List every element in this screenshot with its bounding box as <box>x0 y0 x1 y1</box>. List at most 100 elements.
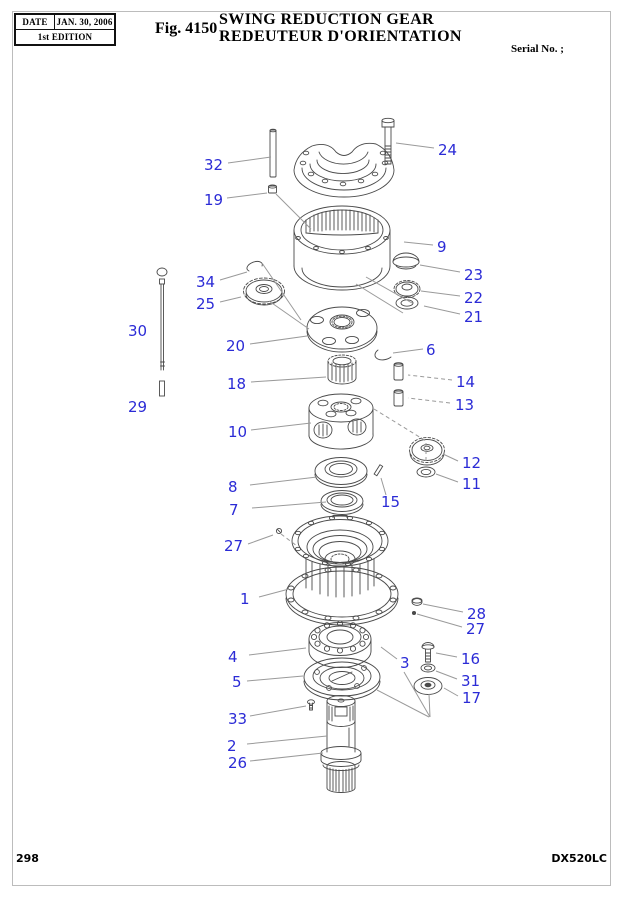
leader-line <box>442 453 459 462</box>
callout-15: 15 <box>381 493 400 511</box>
leader-line <box>249 335 308 345</box>
callout-24: 24 <box>438 141 457 159</box>
leader-line <box>419 264 461 273</box>
construction-line <box>376 689 430 718</box>
callout-11: 11 <box>462 475 481 493</box>
callout-8: 8 <box>228 478 238 496</box>
page-title: SWING REDUCTION GEAR REDEUTEUR D'ORIENTA… <box>219 11 462 45</box>
callout-21: 21 <box>464 308 483 326</box>
part-7-seal-ring <box>320 490 364 515</box>
construction-line <box>275 193 312 230</box>
part-8-bearing <box>314 457 368 488</box>
part-10-planet-carrier <box>308 393 374 450</box>
callout-9: 9 <box>437 238 447 256</box>
part-34-snap-ring <box>246 260 263 272</box>
callout-26: 26 <box>228 754 247 772</box>
motor-mount-plate <box>293 142 395 198</box>
part-4-bearing <box>308 620 372 668</box>
part-14-pin <box>393 362 404 381</box>
callout-20: 20 <box>226 337 245 355</box>
construction-line <box>428 693 431 718</box>
callout-33: 33 <box>228 710 247 728</box>
leader-line <box>246 675 304 682</box>
edition-label: 1st EDITION <box>14 29 116 46</box>
callout-16: 16 <box>461 650 480 668</box>
part-26-pinion <box>320 746 362 793</box>
part-16-bolt <box>421 642 435 663</box>
part-6-snap-ring <box>374 349 392 361</box>
page-number: 298 <box>16 852 39 865</box>
part-32-pin <box>269 128 277 178</box>
leader-line <box>219 296 242 303</box>
part-12-planet-gear <box>409 437 445 466</box>
part-30-dipstick <box>156 267 168 371</box>
part-2-shaft <box>326 695 356 753</box>
callout-23: 23 <box>464 266 483 284</box>
callout-2: 2 <box>227 737 237 755</box>
construction-line <box>373 408 427 442</box>
callout-28: 28 <box>467 605 486 623</box>
leader-line <box>423 305 461 315</box>
construction-lines <box>261 193 431 718</box>
callout-27: 27 <box>224 537 243 555</box>
leader-line <box>420 290 461 297</box>
callout-17: 17 <box>462 689 481 707</box>
part-17-washer <box>413 677 443 695</box>
callout-12: 12 <box>462 454 481 472</box>
leader-line <box>395 142 435 149</box>
callout-1: 1 <box>240 590 250 608</box>
part-31-washer <box>420 663 436 673</box>
part-11-washer <box>416 466 436 478</box>
part-20-carrier-plate <box>306 306 378 353</box>
callout-19: 19 <box>204 191 223 209</box>
leader-line <box>392 348 424 354</box>
leader-line <box>380 477 387 496</box>
leader-line <box>443 687 459 697</box>
callout-18: 18 <box>227 375 246 393</box>
model-code: DX520LC <box>551 852 607 865</box>
callout-14: 14 <box>456 373 475 391</box>
callout-34: 34 <box>196 273 215 291</box>
part-9-ring-gear <box>293 205 391 291</box>
leader-line <box>247 534 274 545</box>
part-22-nut <box>393 280 421 298</box>
leader-line <box>258 588 290 598</box>
leader-line <box>251 501 327 509</box>
leader-line <box>249 476 318 486</box>
callout-27: 27 <box>466 620 485 638</box>
construction-line <box>355 283 404 314</box>
figure-number: Fig. 4150 <box>155 20 218 37</box>
callout-3: 3 <box>400 654 410 672</box>
part-5-flange <box>303 657 381 701</box>
title-english: SWING REDUCTION GEAR <box>219 11 435 28</box>
leader-line <box>249 705 307 717</box>
part-15-pin <box>373 464 384 477</box>
callout-22: 22 <box>464 289 483 307</box>
leader-line <box>250 376 327 383</box>
leader-line <box>435 652 458 658</box>
revision-table: DATE JAN. 30, 2006 1st EDITION <box>14 13 116 46</box>
part-28-nut <box>411 597 423 616</box>
callout-7: 7 <box>229 501 239 519</box>
leader-line <box>250 422 312 431</box>
part-27-plug-top <box>275 527 283 535</box>
leader-line <box>403 671 431 718</box>
callout-10: 10 <box>228 423 247 441</box>
part-29-tube <box>159 380 165 397</box>
leader-line <box>403 241 434 246</box>
part-33-screw <box>307 699 315 711</box>
title-french: REDEUTEUR D'ORIENTATION <box>219 28 462 45</box>
leader-line <box>407 397 451 404</box>
leader-line <box>422 603 464 613</box>
leader-line <box>227 156 272 164</box>
serial-number-label: Serial No. ; <box>511 43 564 55</box>
part-21-washer <box>395 296 419 310</box>
part-23-cap <box>392 252 420 270</box>
part-1-housing <box>285 515 399 626</box>
leader-line <box>380 646 398 660</box>
callout-6: 6 <box>426 341 436 359</box>
part-18-sun-gear <box>327 354 357 385</box>
callout-5: 5 <box>232 673 242 691</box>
part-13-pin <box>393 389 404 407</box>
